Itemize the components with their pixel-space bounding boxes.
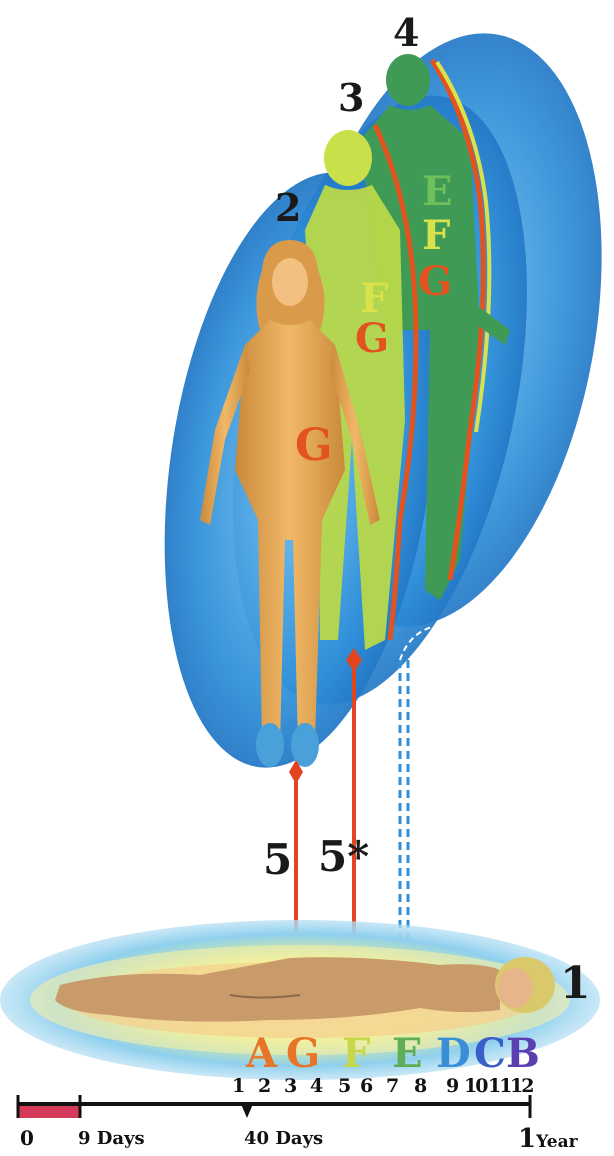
cord-label-5: 5 (263, 835, 292, 884)
body-number-1: 1 (560, 958, 591, 1009)
month-tick-4: 4 (310, 1075, 323, 1097)
month-tick-3: 3 (284, 1075, 297, 1097)
timeline-label-40-days: 40 Days (244, 1128, 323, 1149)
row-letter-a: A (246, 1030, 277, 1077)
month-tick-1: 1 (232, 1075, 245, 1097)
month-tick-6: 6 (360, 1075, 373, 1097)
month-tick-10: 10 (464, 1075, 486, 1097)
row-letter-g: G (286, 1030, 320, 1077)
cord-label-5-star: 5* (318, 832, 369, 881)
timeline-axis (18, 1095, 530, 1118)
timeline-label-9-days: 9 Days (78, 1128, 145, 1149)
body4-letter-g: G (418, 258, 452, 305)
year-word: Year (536, 1132, 577, 1152)
body3-letter-g: G (355, 315, 389, 362)
month-tick-7: 7 (386, 1075, 399, 1097)
timeline-label-year: 1Year (518, 1124, 578, 1154)
body-number-3: 3 (338, 75, 364, 120)
month-tick-8: 8 (414, 1075, 427, 1097)
body4-letter-f: F (422, 212, 450, 259)
row-letter-e: E (392, 1030, 423, 1077)
body2-letter-g: G (295, 420, 333, 471)
month-tick-12: 12 (510, 1075, 532, 1097)
cord-dashed (400, 625, 440, 945)
row-letter-f: F (342, 1030, 370, 1077)
body4-letter-e: E (422, 168, 453, 215)
timeline-label-zero: 0 (20, 1126, 34, 1150)
row-letter-b: B (506, 1030, 540, 1077)
body-number-4: 4 (393, 10, 419, 55)
month-tick-2: 2 (258, 1075, 271, 1097)
month-tick-5: 5 (338, 1075, 351, 1097)
year-number: 1 (518, 1124, 536, 1154)
month-tick-11: 11 (488, 1075, 510, 1097)
month-tick-9: 9 (446, 1075, 459, 1097)
row-letter-d: D (436, 1030, 471, 1077)
row-letter-c: C (474, 1030, 506, 1077)
body-number-2: 2 (275, 185, 301, 230)
